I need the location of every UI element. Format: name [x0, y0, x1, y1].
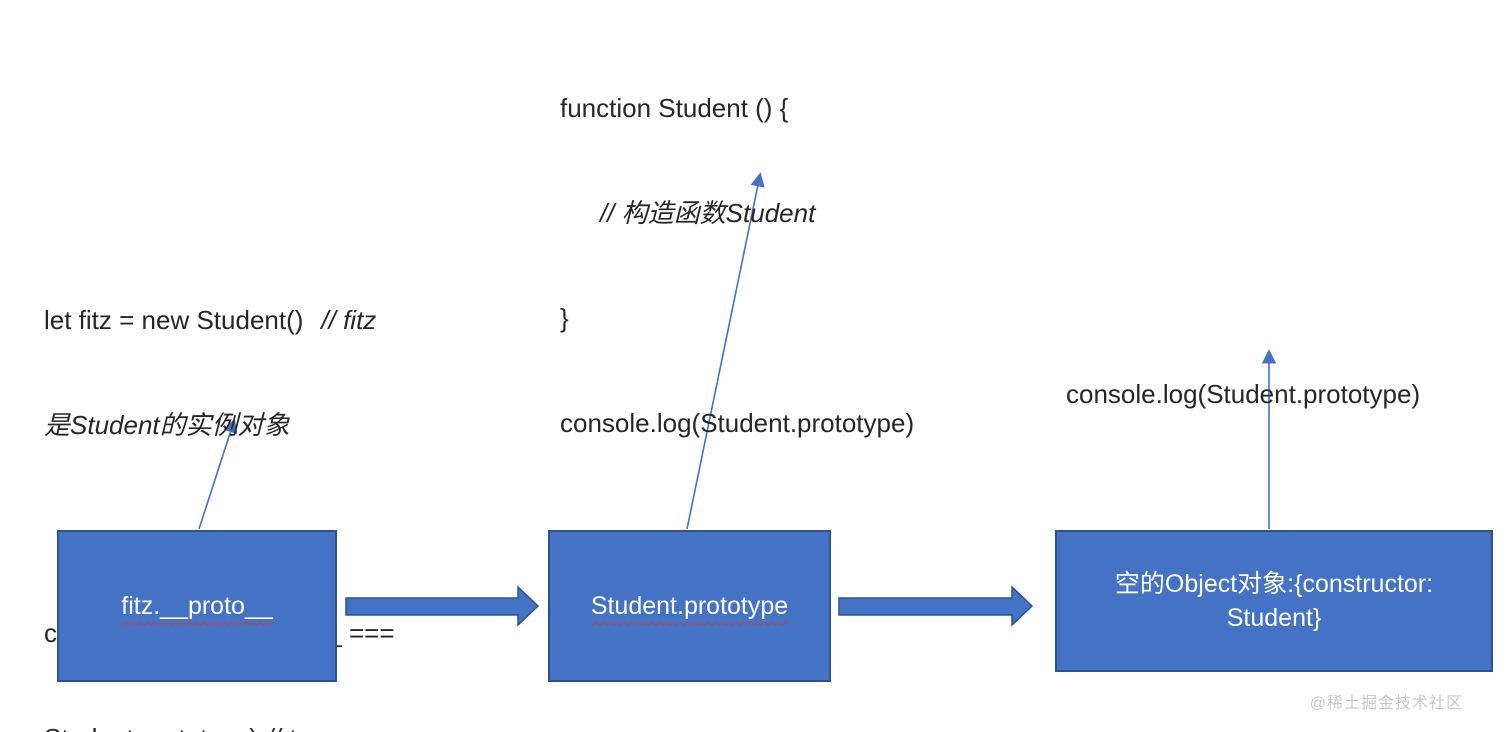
code-line: function Student () { [560, 91, 914, 126]
connector-box1-to-left-code [198, 418, 238, 530]
code-block-console-log-right: console.log(Student.prototype) [1066, 307, 1420, 482]
comment-text: // 构造函数Student [600, 198, 816, 228]
watermark: @稀土掘金技术社区 [1309, 695, 1463, 712]
arrow-box2-to-box3 [838, 585, 1034, 627]
node-label: Student.prototype [590, 592, 789, 620]
comment-text: // true [266, 723, 332, 732]
code-text: console.log(Student.prototype) [1066, 379, 1421, 409]
code-block-function-student: function Student () { // 构造函数Student } c… [560, 21, 914, 511]
comment-text: // fitz [321, 305, 377, 335]
code-line: console.log(Student.prototype) [1066, 377, 1420, 412]
code-line: console.log(Student.prototype) [560, 406, 914, 441]
code-text: function Student () { [560, 93, 789, 123]
node-label-line1: 空的Object对象:{constructor: [1114, 570, 1434, 598]
node-student-prototype: Student.prototype [548, 530, 831, 682]
node-label: fitz.__proto__ [121, 592, 273, 620]
code-text: Student.prototype) [44, 723, 258, 732]
code-line: let fitz = new Student() // fitz [44, 303, 395, 338]
code-line: Student.prototype) // true [44, 721, 395, 732]
code-line: } [560, 301, 914, 336]
code-line: 是Student的实例对象 [44, 408, 395, 443]
arrow-box1-to-box2 [345, 585, 540, 627]
connector-box2-to-top-code [686, 172, 765, 530]
node-label: 空的Object对象:{constructor: Student} [1115, 567, 1433, 635]
node-empty-object: 空的Object对象:{constructor: Student} [1055, 530, 1493, 672]
node-label-line2: Student} [1226, 604, 1322, 632]
code-text: } [560, 303, 569, 333]
node-fitz-proto: fitz.__proto__ [57, 530, 337, 682]
code-text: let fitz = new Student() [44, 305, 304, 335]
comment-text: 是Student的实例对象 [44, 410, 290, 440]
code-line: // 构造函数Student [560, 196, 914, 231]
code-text: console.log(Student.prototype) [560, 408, 915, 438]
